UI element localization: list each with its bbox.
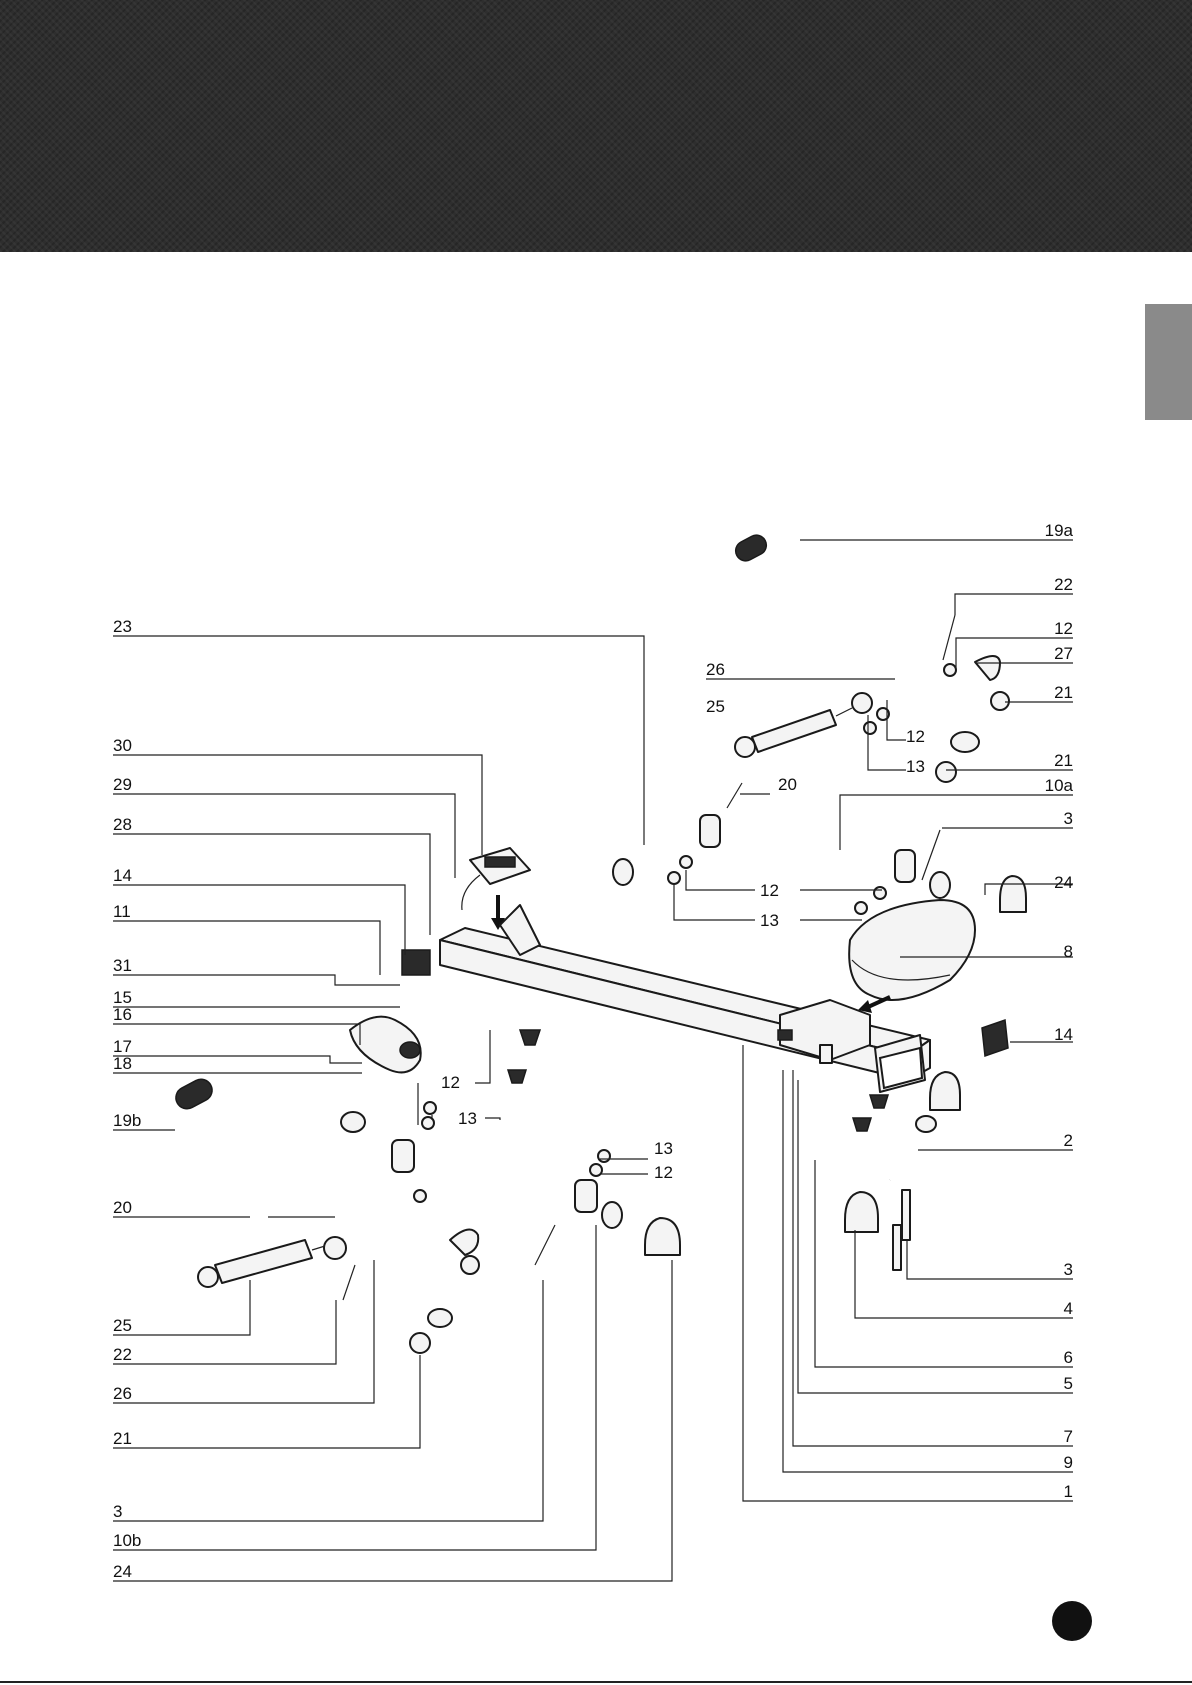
callout-21-left: 21 [113, 1429, 132, 1448]
callout-2: 2 [1064, 1131, 1073, 1150]
callout-20-left: 20 [113, 1198, 132, 1217]
callout-4: 4 [1064, 1299, 1073, 1318]
callout-16: 16 [113, 1005, 132, 1024]
callout-29: 29 [113, 775, 132, 794]
callout-25-mid: 25 [706, 697, 725, 716]
seat-cushion [849, 900, 975, 1000]
bushing-lower-arm-2 [410, 1333, 430, 1353]
upper-handle-arm [732, 528, 979, 752]
callout-22-right: 22 [1054, 575, 1073, 594]
callout-31: 31 [113, 956, 132, 975]
callout-13-mid-b: 13 [760, 911, 779, 930]
upper-cross-tube [613, 815, 950, 898]
callout-10a: 10a [1045, 776, 1074, 795]
part-drawings [172, 528, 1026, 1353]
callout-3-right-a: 3 [1064, 809, 1073, 828]
tail-cap [982, 1020, 1008, 1056]
callout-28: 28 [113, 815, 132, 834]
end-cap-upper [1000, 876, 1026, 912]
callout-21-right-b: 21 [1054, 751, 1073, 770]
front-bracket [402, 950, 430, 975]
callout-24-right: 24 [1054, 873, 1073, 892]
callout-26-left: 26 [113, 1384, 132, 1403]
callout-23: 23 [113, 617, 132, 636]
shock-absorber-upper [735, 693, 872, 757]
callout-12-right: 12 [1054, 619, 1073, 638]
callout-7: 7 [1064, 1427, 1073, 1446]
callout-30: 30 [113, 736, 132, 755]
callout-5: 5 [1064, 1374, 1073, 1393]
callout-12-mid-d: 12 [654, 1163, 673, 1182]
callout-25-left: 25 [113, 1316, 132, 1335]
bushing [991, 692, 1009, 710]
callout-18: 18 [113, 1054, 132, 1073]
callout-9: 9 [1064, 1453, 1073, 1472]
callout-22-left: 22 [113, 1345, 132, 1364]
footrest [350, 1017, 421, 1073]
shock-absorber-lower [198, 1237, 346, 1287]
callout-24-left: 24 [113, 1562, 132, 1581]
callout-26-mid: 26 [706, 660, 725, 679]
callout-10b: 10b [113, 1531, 141, 1550]
callout-19b: 19b [113, 1111, 141, 1130]
callout-13-mid-a: 13 [906, 757, 925, 776]
lower-handle-arm [172, 1075, 452, 1327]
callout-19a: 19a [1045, 521, 1074, 540]
callout-1: 1 [1064, 1482, 1073, 1501]
callout-21-right-a: 21 [1054, 683, 1073, 702]
callout-20-mid: 20 [778, 775, 797, 794]
callout-12-mid-c: 12 [441, 1073, 460, 1092]
callout-3-right-b: 3 [1064, 1260, 1073, 1279]
callout-3-left: 3 [113, 1502, 122, 1521]
bushing-lower [936, 762, 956, 782]
callout-14-left: 14 [113, 866, 132, 885]
end-cap-lower [645, 1218, 680, 1255]
bushing-lower-arm [461, 1256, 479, 1274]
knob [975, 656, 1000, 680]
callout-11: 11 [113, 902, 131, 921]
callout-12-mid-a: 12 [906, 727, 925, 746]
callout-13-mid-c: 13 [458, 1109, 477, 1128]
callout-8: 8 [1064, 942, 1073, 961]
callout-13-mid-d: 13 [654, 1139, 673, 1158]
callout-6: 6 [1064, 1348, 1073, 1367]
knob-lower [450, 1230, 478, 1255]
callout-14-right: 14 [1054, 1025, 1073, 1044]
callout-27: 27 [1054, 644, 1073, 663]
callout-12-mid-b: 12 [760, 881, 779, 900]
